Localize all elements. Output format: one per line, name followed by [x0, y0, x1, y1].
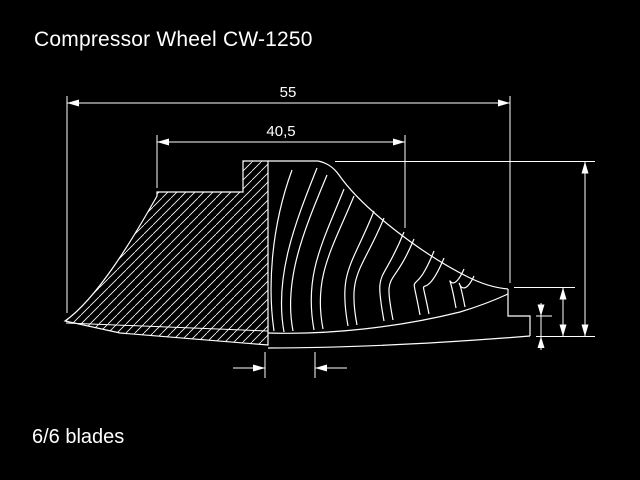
dimension-height-step-arrows: [537, 304, 545, 348]
blade-count-label: 6/6 blades: [32, 426, 125, 448]
hub-surface: [267, 293, 509, 334]
blade-4: [379, 231, 415, 322]
dimension-inner-width: [156, 135, 406, 228]
dimension-overall-label: 55: [280, 84, 297, 101]
dimension-height-step: [536, 303, 552, 350]
blade-2: [310, 188, 355, 331]
dimension-inner-label: 40,5: [266, 123, 295, 140]
dimension-height-outer: [335, 161, 595, 337]
dimension-overall-arrows: [67, 99, 510, 107]
blade-leading-edge: [270, 169, 293, 332]
bottom-edge: [267, 335, 531, 349]
drawing-title: Compressor Wheel CW-1250: [34, 28, 313, 51]
dimension-overall-width: [66, 96, 511, 313]
dimension-bottom-width-arrows: [253, 364, 327, 372]
back-disc-face-line: [65, 322, 269, 332]
dimension-height-outer-arrows: [581, 161, 589, 337]
dimension-height-rim-arrows: [559, 287, 567, 337]
blade-5: [413, 250, 445, 316]
blade-3: [344, 210, 385, 327]
rim-edge: [507, 289, 531, 336]
dimension-bottom-width: [233, 352, 347, 378]
dimension-height-rim: [514, 287, 575, 337]
shroud-contour: [317, 160, 509, 290]
wheel-blade-view: [267, 160, 531, 349]
wheel-hub-section: [63, 160, 269, 346]
dimension-inner-arrows: [157, 138, 405, 146]
blade-6: [449, 268, 475, 309]
blade-1: [280, 167, 328, 333]
